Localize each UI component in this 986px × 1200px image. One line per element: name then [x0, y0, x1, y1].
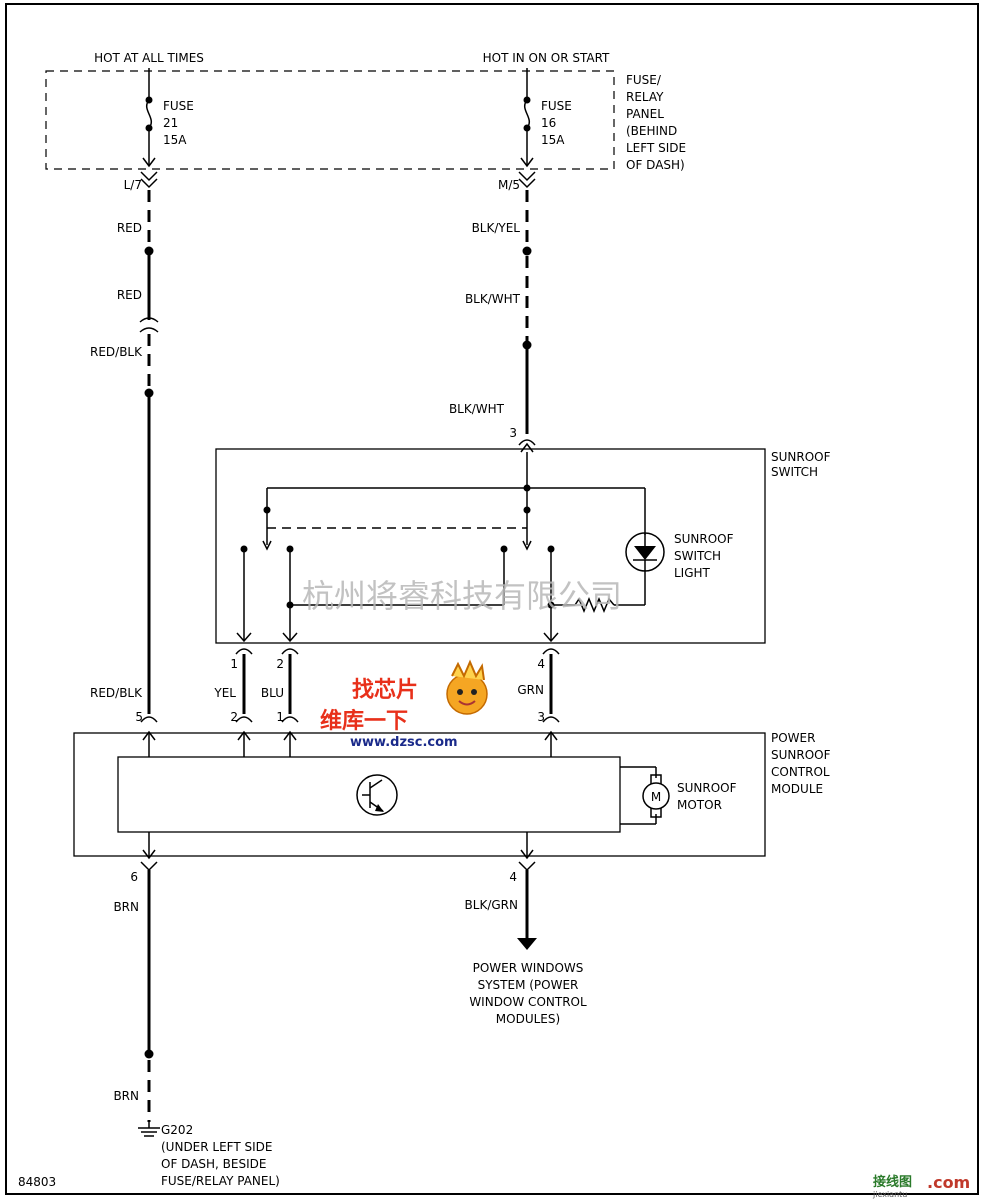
- switch-bottom-connectors: [235, 632, 560, 714]
- logo-main: 维库一下: [320, 708, 408, 734]
- module-bottom-connectors: [140, 832, 536, 872]
- fuse-icon: [142, 68, 156, 168]
- left-power-label: HOT AT ALL TIMES: [94, 51, 204, 65]
- ground-line-3: OF DASH, BESIDE: [161, 1157, 266, 1171]
- logo-url: www.dzsc.com: [350, 735, 458, 750]
- fuse-right-line-1: FUSE: [541, 99, 572, 113]
- fuse-left-line-1: FUSE: [163, 99, 194, 113]
- light-label-3: LIGHT: [674, 566, 711, 580]
- destination-line-2: SYSTEM (POWER: [478, 978, 579, 992]
- brn-ground-circuit: [144, 870, 154, 1122]
- company-watermark: 杭州将睿科技有限公司: [302, 577, 622, 615]
- dzsc-logo: 找芯片 维库一下 www.dzsc.com: [320, 659, 488, 750]
- module-label-1: POWER: [771, 731, 815, 745]
- panel-label-3: PANEL: [626, 107, 664, 121]
- pin-module-1: 1: [276, 710, 284, 724]
- pin-switch-4: 4: [537, 657, 545, 671]
- corner-sub: jiexiantu: [872, 1190, 907, 1199]
- resistor-icon: [574, 597, 615, 613]
- light-label-1: SUNROOF: [674, 532, 734, 546]
- wire-blk-yel: BLK/YEL: [472, 221, 521, 235]
- destination-line-4: MODULES): [496, 1012, 560, 1026]
- module-label-2: SUNROOF: [771, 748, 831, 762]
- jiexiantu-watermark: 接线图 .com jiexiantu: [872, 1173, 970, 1199]
- motor-label-1: SUNROOF: [677, 781, 737, 795]
- pin-module-5: 5: [135, 710, 143, 724]
- pin-module-3: 3: [537, 710, 545, 724]
- wire-brn-2: BRN: [113, 1089, 139, 1103]
- wire-blk-wht-2: BLK/WHT: [449, 402, 505, 416]
- right-power-label: HOT IN ON OR START: [483, 51, 610, 65]
- fuse-left-line-2: 21: [163, 116, 178, 130]
- left-red-circuit: [139, 171, 159, 714]
- switch-label-1: SUNROOF: [771, 450, 831, 464]
- sunroof-control-module: [73, 732, 766, 857]
- wire-red-1: RED: [117, 221, 142, 235]
- module-label-3: CONTROL: [771, 765, 830, 779]
- panel-label-1: FUSE/: [626, 73, 662, 87]
- corner-com: .com: [927, 1173, 970, 1192]
- fuse-left-line-3: 15A: [163, 133, 187, 147]
- pin-module-2: 2: [230, 710, 238, 724]
- wire-red-2: RED: [117, 288, 142, 302]
- panel-label-2: RELAY: [626, 90, 664, 104]
- module-top-connectors: [140, 716, 560, 757]
- connector-right: M/5: [498, 178, 520, 192]
- panel-label-5: LEFT SIDE: [626, 141, 686, 155]
- motor-label-2: MOTOR: [677, 798, 722, 812]
- transistor-icon: [356, 774, 398, 816]
- motor-icon: M: [642, 774, 670, 818]
- fuse-right-line-3: 15A: [541, 133, 565, 147]
- wire-red-blk: RED/BLK: [90, 345, 143, 359]
- logo-top: 找芯片: [352, 678, 418, 703]
- pin-switch-1: 1: [230, 657, 238, 671]
- led-icon: [625, 532, 665, 572]
- wire-red-blk-module: RED/BLK: [90, 686, 143, 700]
- wire-blk-grn: BLK/GRN: [465, 898, 518, 912]
- connector-left: L/7: [124, 178, 142, 192]
- wire-blk-wht-1: BLK/WHT: [465, 292, 521, 306]
- fuse-icon: [520, 68, 534, 168]
- pin-switch-2: 2: [276, 657, 284, 671]
- pin-module-bottom-4: 4: [509, 870, 517, 884]
- sunroof-switch: [215, 439, 766, 644]
- ground-line-2: (UNDER LEFT SIDE: [161, 1140, 273, 1154]
- ground-line-1: G202: [161, 1123, 193, 1137]
- motor-symbol: M: [651, 790, 661, 804]
- destination-line-1: POWER WINDOWS: [473, 961, 584, 975]
- module-label-4: MODULE: [771, 782, 823, 796]
- pin-switch-3: 3: [509, 426, 517, 440]
- panel-label-6: OF DASH): [626, 158, 685, 172]
- fuse-right-line-2: 16: [541, 116, 556, 130]
- wire-blu: BLU: [261, 686, 284, 700]
- wire-brn-1: BRN: [113, 900, 139, 914]
- ground-icon: [138, 1122, 160, 1137]
- light-label-2: SWITCH: [674, 549, 721, 563]
- blk-grn-circuit: [517, 870, 537, 950]
- switch-label-2: SWITCH: [771, 465, 818, 479]
- page-border: [5, 3, 979, 1195]
- pin-module-6: 6: [130, 870, 138, 884]
- destination-line-3: WINDOW CONTROL: [469, 995, 587, 1009]
- wire-yel: YEL: [213, 686, 236, 700]
- right-ignition-circuit: [518, 171, 536, 434]
- wire-grn: GRN: [517, 683, 544, 697]
- panel-label-4: (BEHIND: [626, 124, 677, 138]
- figure-number: 84803: [18, 1175, 56, 1189]
- ground-line-4: FUSE/RELAY PANEL): [161, 1174, 280, 1188]
- fuse-relay-panel: FUSE/ RELAY PANEL (BEHIND LEFT SIDE OF D…: [45, 70, 686, 172]
- corner-cn: 接线图: [873, 1174, 912, 1190]
